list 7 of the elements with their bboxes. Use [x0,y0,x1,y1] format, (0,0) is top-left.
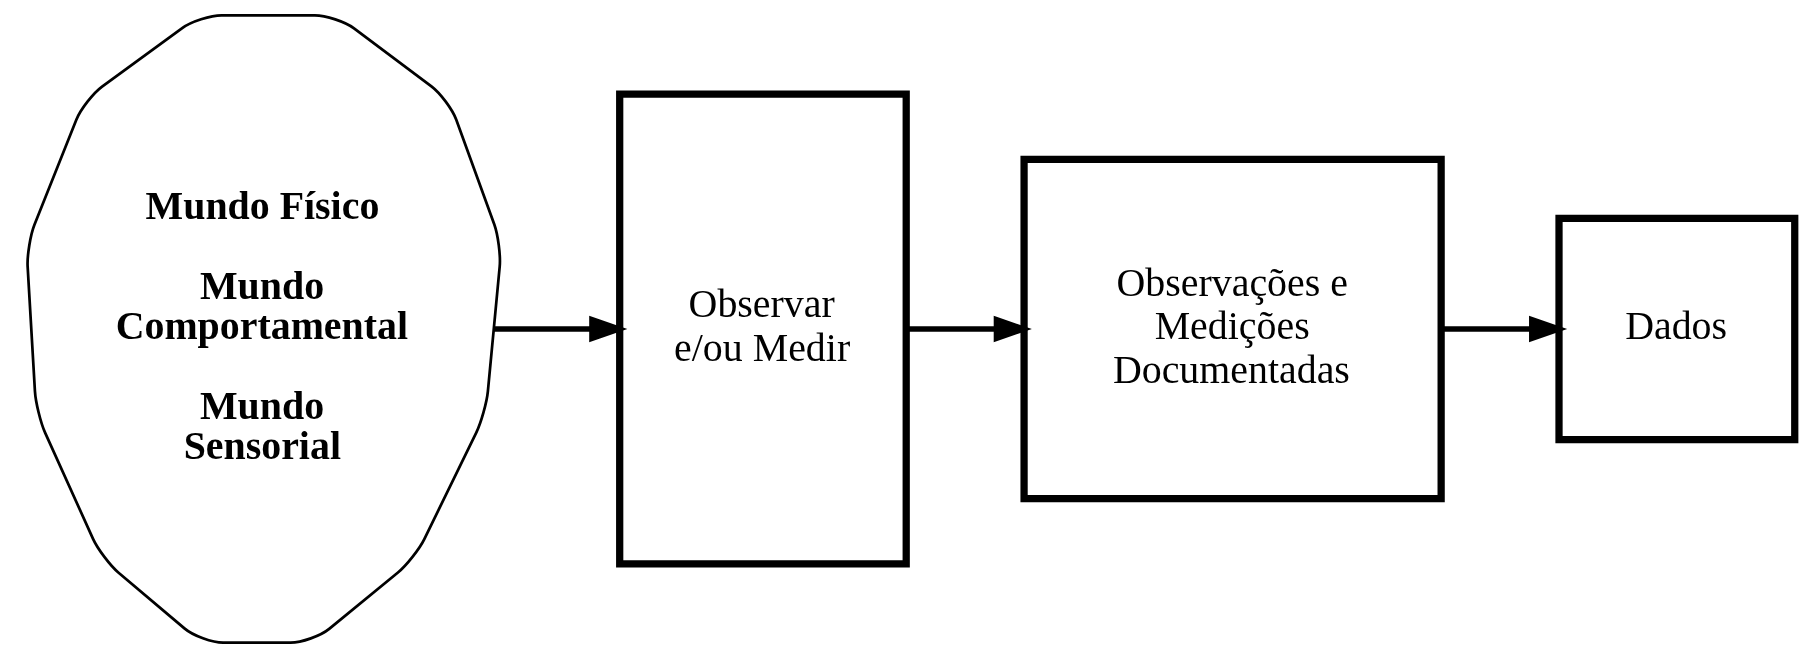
arrow [493,315,627,343]
node-box: Dados [1554,214,1798,444]
node-box: Observar e/ou Medir [615,90,910,568]
node-ellipse: Mundo Físico Mundo Comportamental Mundo Sensorial [25,13,501,645]
node-box: Observações e Medições Documentadas [1019,155,1445,503]
arrow [906,315,1032,343]
arrow [1440,315,1567,343]
